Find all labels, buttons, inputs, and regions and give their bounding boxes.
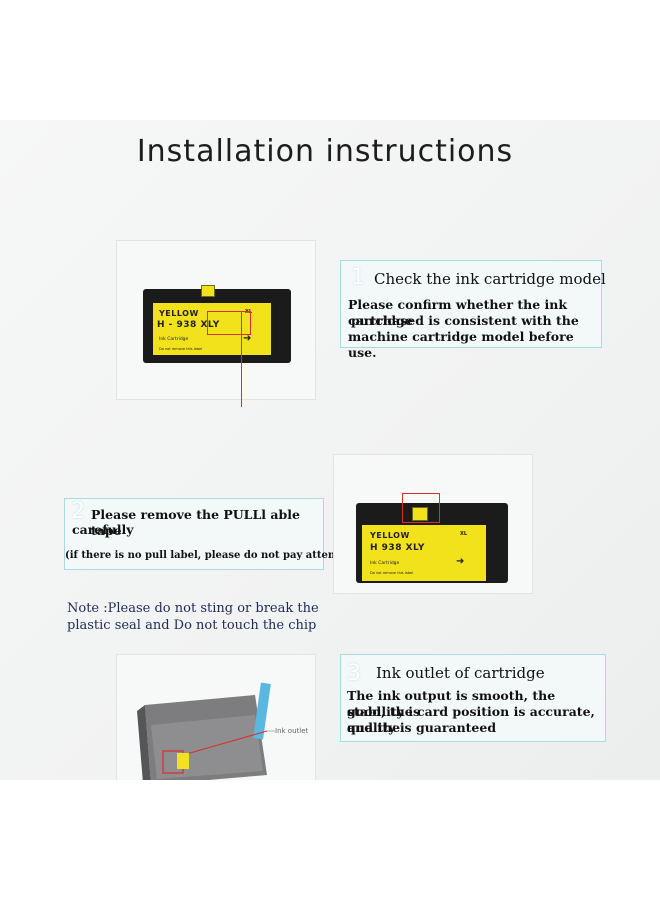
step1-body-line3: machine cartridge model before use. bbox=[348, 329, 574, 360]
arrow-right-icon: ➜ bbox=[456, 556, 465, 567]
outlet-label: Ink outlet bbox=[275, 727, 309, 735]
label-color-2: YELLOW bbox=[370, 531, 410, 540]
marker-line bbox=[241, 311, 242, 407]
step3-number: 3 bbox=[347, 661, 361, 686]
note-line2: plastic seal and Do not touch the chip bbox=[67, 618, 317, 633]
step2-aside: (if there is no pull label, please do no… bbox=[65, 550, 363, 561]
blue-tape-icon bbox=[253, 682, 271, 740]
cartridge-edge bbox=[137, 705, 151, 780]
instruction-sheet: Installation instructions YELLOW XL H - … bbox=[0, 120, 660, 780]
label-warning-2: Do not remove this label bbox=[370, 571, 414, 575]
step3-card: 3 Ink outlet of cartridge The ink output… bbox=[340, 654, 606, 742]
step2-heading: Please remove the PULLl able tape bbox=[91, 507, 300, 538]
cartridge-face bbox=[151, 715, 263, 779]
cartridge-outlet-image bbox=[137, 682, 275, 780]
step1-card: 1 Check the ink cartridge model Please c… bbox=[340, 260, 606, 360]
page-title: Installation instructions bbox=[136, 134, 514, 169]
step3-body-line1: The ink output is smooth, the stability … bbox=[347, 688, 556, 719]
label-color: YELLOW bbox=[159, 309, 199, 318]
arrow-right-icon: ➜ bbox=[243, 333, 252, 344]
note-line1: Note :Please do not sting or break the bbox=[67, 601, 319, 616]
step3-image-frame: Ink outlet bbox=[116, 654, 316, 780]
step1-image-frame: YELLOW XL H - 938 XLY Ink Cartridge ➜ Do… bbox=[116, 240, 316, 407]
chip-icon bbox=[201, 285, 215, 297]
outlet-pointer bbox=[182, 730, 268, 756]
step2-number: 2 bbox=[71, 499, 85, 524]
step3-body-line3: quality is guaranteed bbox=[347, 720, 497, 735]
step1-body-line2: purchased is consistent with the bbox=[351, 313, 579, 328]
label-warning: Do not remove this label bbox=[159, 347, 203, 351]
warning-note: Note :Please do not sting or break the p… bbox=[67, 600, 319, 634]
model-marker bbox=[207, 311, 251, 335]
step1-number: 1 bbox=[351, 265, 365, 290]
step3-body-line2: good, the card position is accurate, and… bbox=[347, 704, 595, 735]
cartridge-label-2: YELLOW XL H 938 XLY Ink Cartridge ➜ Do n… bbox=[362, 525, 486, 581]
label-type-2: Ink Cartridge bbox=[370, 561, 400, 566]
pull-tape-marker bbox=[402, 493, 440, 523]
label-model-2: H 938 XLY bbox=[370, 543, 425, 553]
step1-heading: Check the ink cartridge model bbox=[374, 270, 606, 288]
step2-card: 2 Please remove the PULLl able tape care… bbox=[64, 498, 362, 570]
outlet-port-icon bbox=[177, 753, 189, 769]
label-size: XL bbox=[245, 309, 253, 315]
chip-icon-2 bbox=[412, 507, 428, 521]
step2-image-frame: YELLOW XL H 938 XLY Ink Cartridge ➜ Do n… bbox=[333, 454, 533, 594]
step2-heading-cont: carefully bbox=[72, 522, 134, 537]
label-size-2: XL bbox=[460, 531, 468, 537]
step1-body-line1: Please confirm whether the ink cartridge bbox=[348, 297, 568, 328]
label-model: H - 938 XLY bbox=[157, 320, 220, 330]
label-type: Ink Cartridge bbox=[159, 337, 189, 342]
cartridge-image-2: YELLOW XL H 938 XLY Ink Cartridge ➜ Do n… bbox=[356, 485, 510, 585]
step3-heading: Ink outlet of cartridge bbox=[376, 664, 545, 682]
cartridge-image: YELLOW XL H - 938 XLY Ink Cartridge ➜ Do… bbox=[143, 281, 293, 407]
